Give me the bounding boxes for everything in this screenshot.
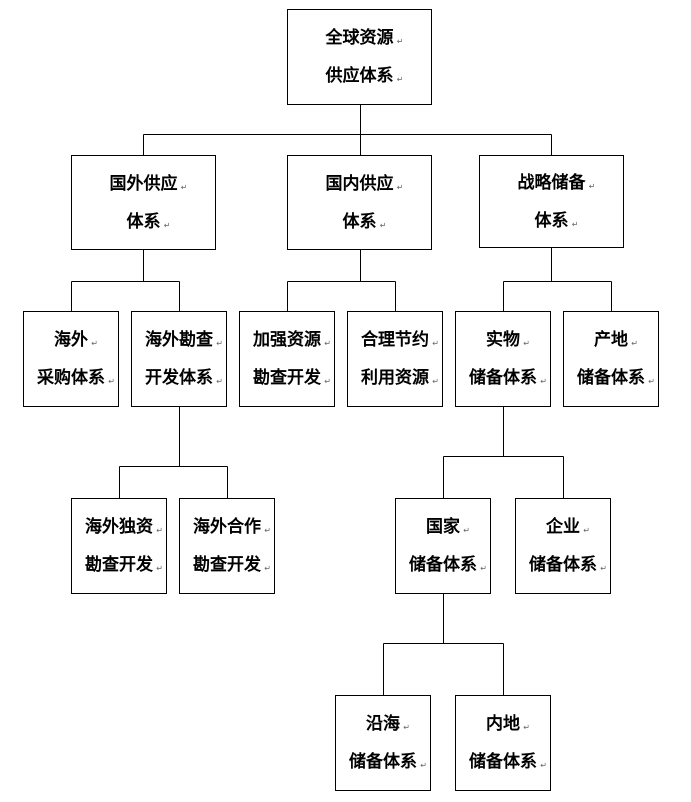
node-label: 勘查开发 (193, 555, 271, 579)
node-label: 供应体系 (326, 66, 404, 90)
node-label: 海外 (54, 330, 98, 354)
node-label: 勘查开发 (253, 368, 331, 392)
node-label: 储备体系 (469, 368, 547, 392)
node-label: 国外供应 (110, 174, 188, 198)
node-label: 海外合作 (193, 517, 271, 541)
node-label: 加强资源 (253, 330, 331, 354)
node-label: 国家 (426, 517, 470, 541)
node-domestic-supply: 国内供应 体系 (287, 155, 432, 250)
connector-national-reserve (383, 594, 504, 695)
node-label: 实物 (486, 330, 530, 354)
node-label: 采购体系 (37, 368, 115, 392)
node-label: 体系 (127, 212, 171, 236)
node-label: 沿海 (366, 714, 410, 738)
node-origin-reserve: 产地 储备体系 (563, 311, 659, 407)
node-label: 产地 (594, 330, 638, 354)
connector-strategic (503, 248, 612, 311)
node-overseas-purchase: 海外 采购体系 (23, 311, 119, 407)
node-strengthen-explore: 加强资源 勘查开发 (239, 311, 335, 407)
node-overseas-sole: 海外独资 勘查开发 (71, 498, 167, 594)
node-label: 储备体系 (577, 368, 655, 392)
connector-foreign (71, 250, 180, 311)
node-label: 合理节约 (361, 330, 439, 354)
connector-physical-reserve (443, 407, 564, 498)
node-label: 利用资源 (361, 368, 439, 392)
node-overseas-explore: 海外勘查 开发体系 (131, 311, 227, 407)
node-label: 储备体系 (349, 752, 427, 776)
node-coastal-reserve: 沿海 储备体系 (335, 695, 431, 791)
node-rational-use: 合理节约 利用资源 (347, 311, 443, 407)
node-label: 国内供应 (326, 174, 404, 198)
connector-domestic (287, 250, 396, 311)
node-label: 海外独资 (85, 517, 163, 541)
node-label: 开发体系 (145, 368, 223, 392)
node-foreign-supply: 国外供应 体系 (71, 155, 216, 250)
node-national-reserve: 国家 储备体系 (395, 498, 491, 594)
node-label: 体系 (535, 211, 579, 235)
node-label: 海外勘查 (145, 330, 223, 354)
node-strategic-reserve: 战略储备 体系 (479, 155, 624, 248)
connector-overseas-explore (119, 407, 228, 498)
node-inland-reserve: 内地 储备体系 (455, 695, 551, 791)
node-label: 企业 (546, 517, 590, 541)
node-label: 体系 (343, 212, 387, 236)
node-label: 储备体系 (529, 555, 607, 579)
node-overseas-coop: 海外合作 勘查开发 (179, 498, 275, 594)
node-label: 战略储备 (518, 173, 596, 197)
node-label: 全球资源 (326, 28, 404, 52)
node-enterprise-reserve: 企业 储备体系 (515, 498, 611, 594)
connector-root (143, 105, 552, 155)
node-physical-reserve: 实物 储备体系 (455, 311, 551, 407)
node-root: 全球资源 供应体系 (287, 9, 432, 105)
node-label: 储备体系 (409, 555, 487, 579)
node-label: 内地 (486, 714, 530, 738)
node-label: 勘查开发 (85, 555, 163, 579)
node-label: 储备体系 (469, 752, 547, 776)
